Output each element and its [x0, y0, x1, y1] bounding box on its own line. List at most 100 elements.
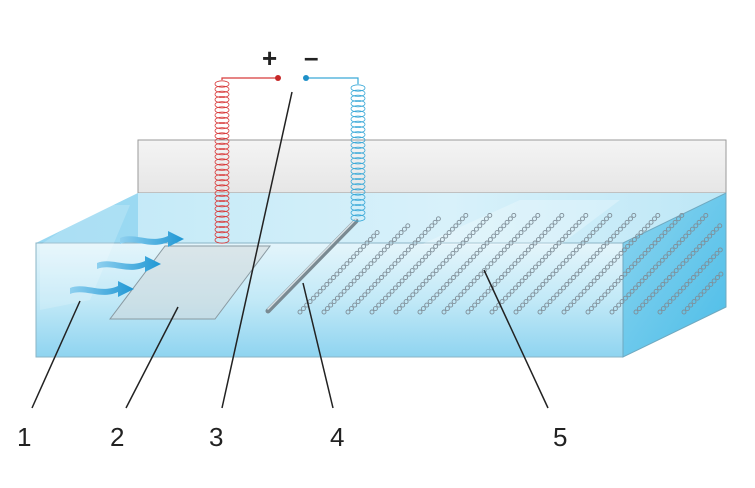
gas-bubble — [588, 281, 594, 287]
gas-bubble — [334, 295, 340, 301]
gas-bubble — [358, 271, 364, 277]
gas-bubble — [521, 226, 527, 232]
gas-bubble — [622, 295, 628, 301]
gas-bubble — [481, 268, 487, 274]
gas-bubble — [529, 268, 535, 274]
gas-bubble — [310, 295, 316, 301]
gas-bubble — [670, 271, 676, 277]
negative-lead-coil — [350, 162, 366, 170]
gas-bubble — [639, 278, 645, 284]
gas-bubble — [560, 261, 566, 267]
gas-bubble — [435, 216, 441, 222]
gas-bubble — [667, 275, 672, 280]
gas-bubble — [413, 288, 419, 294]
gas-bubble — [556, 216, 561, 222]
gas-bubble — [427, 275, 432, 280]
gas-bubble — [410, 292, 416, 298]
gas-bubble — [553, 243, 559, 249]
gas-bubble — [605, 288, 611, 294]
gas-bubble — [543, 254, 549, 260]
gas-bubble — [707, 257, 713, 263]
gas-bubble — [393, 309, 399, 315]
gas-bubble — [426, 250, 432, 256]
gas-bubble — [691, 299, 697, 305]
gas-bubble — [694, 295, 700, 301]
negative-wire — [308, 77, 359, 84]
gas-bubble — [539, 257, 545, 263]
gas-bubble — [600, 219, 606, 225]
gas-bubble — [369, 309, 375, 315]
gas-bubble — [676, 240, 682, 246]
gas-bubble — [425, 226, 431, 232]
gas-bubble — [680, 261, 686, 267]
gas-bubble — [378, 250, 384, 256]
gas-bubble — [453, 247, 459, 253]
gas-bubble — [456, 219, 462, 225]
gas-bubble — [547, 299, 553, 305]
gas-bubble — [502, 295, 508, 301]
gas-bubble — [439, 237, 445, 243]
gas-bubble — [547, 275, 552, 280]
gas-bubble — [691, 275, 696, 280]
gas-bubble — [690, 250, 696, 256]
negative-lead-coil — [350, 188, 366, 196]
gas-bubble — [328, 302, 334, 308]
gas-bubble — [717, 223, 723, 229]
gas-bubble — [549, 223, 555, 229]
gas-bubble — [511, 212, 517, 218]
gas-bubble — [324, 306, 330, 312]
gas-bubble — [601, 268, 607, 274]
gas-bubble — [557, 264, 562, 270]
positive-lead-coil — [214, 132, 230, 140]
gas-bubble — [429, 223, 435, 229]
gas-bubble — [392, 285, 398, 291]
gas-bubble — [577, 243, 583, 249]
leader-line-1 — [31, 300, 81, 409]
gas-bubble — [645, 247, 651, 253]
positive-lead-coil — [214, 85, 230, 93]
positive-lead-coil — [214, 90, 230, 99]
gas-bubble — [443, 257, 449, 263]
gas-bubble — [450, 250, 456, 256]
negative-lead-coil — [350, 146, 366, 154]
gas-bubble — [639, 254, 645, 260]
gas-bubble — [381, 247, 387, 253]
gas-bubble — [539, 233, 545, 239]
gas-bubble — [672, 219, 678, 225]
gas-bubble — [467, 233, 473, 239]
gas-bubble — [300, 306, 306, 312]
gas-bubble — [516, 281, 522, 287]
gas-bubble — [677, 288, 683, 294]
gas-bubble — [619, 275, 624, 280]
gas-bubble — [592, 302, 598, 308]
gas-bubble — [499, 275, 504, 280]
gas-bubble — [334, 271, 340, 277]
negative-lead-coil — [350, 198, 366, 206]
gas-bubble — [391, 237, 397, 243]
gas-bubble — [628, 240, 634, 246]
gas-bubble — [563, 257, 569, 263]
gas-bubble — [406, 271, 412, 277]
gas-bubble — [382, 295, 388, 301]
gas-bubble — [665, 226, 671, 232]
gas-bubble — [564, 306, 570, 312]
gas-bubble — [537, 285, 542, 291]
gas-bubble — [396, 306, 402, 312]
gas-bubble — [297, 309, 303, 315]
gas-bubble — [463, 212, 469, 218]
gas-bubble — [398, 230, 404, 236]
gas-bubble — [598, 271, 604, 277]
positive-lead-coil — [214, 215, 230, 223]
gas-bubble — [552, 219, 558, 225]
gas-bubble — [561, 309, 567, 315]
gas-bubble — [643, 299, 649, 305]
gas-bubble — [583, 237, 589, 243]
gas-bubble — [655, 237, 661, 243]
gas-bubble — [676, 216, 681, 222]
gas-bubble — [498, 250, 504, 256]
gas-bubble — [368, 285, 374, 291]
gas-bubble — [364, 240, 370, 246]
electrode-leads — [214, 80, 366, 244]
gas-bubble — [430, 295, 436, 301]
gas-bubble — [697, 268, 703, 274]
